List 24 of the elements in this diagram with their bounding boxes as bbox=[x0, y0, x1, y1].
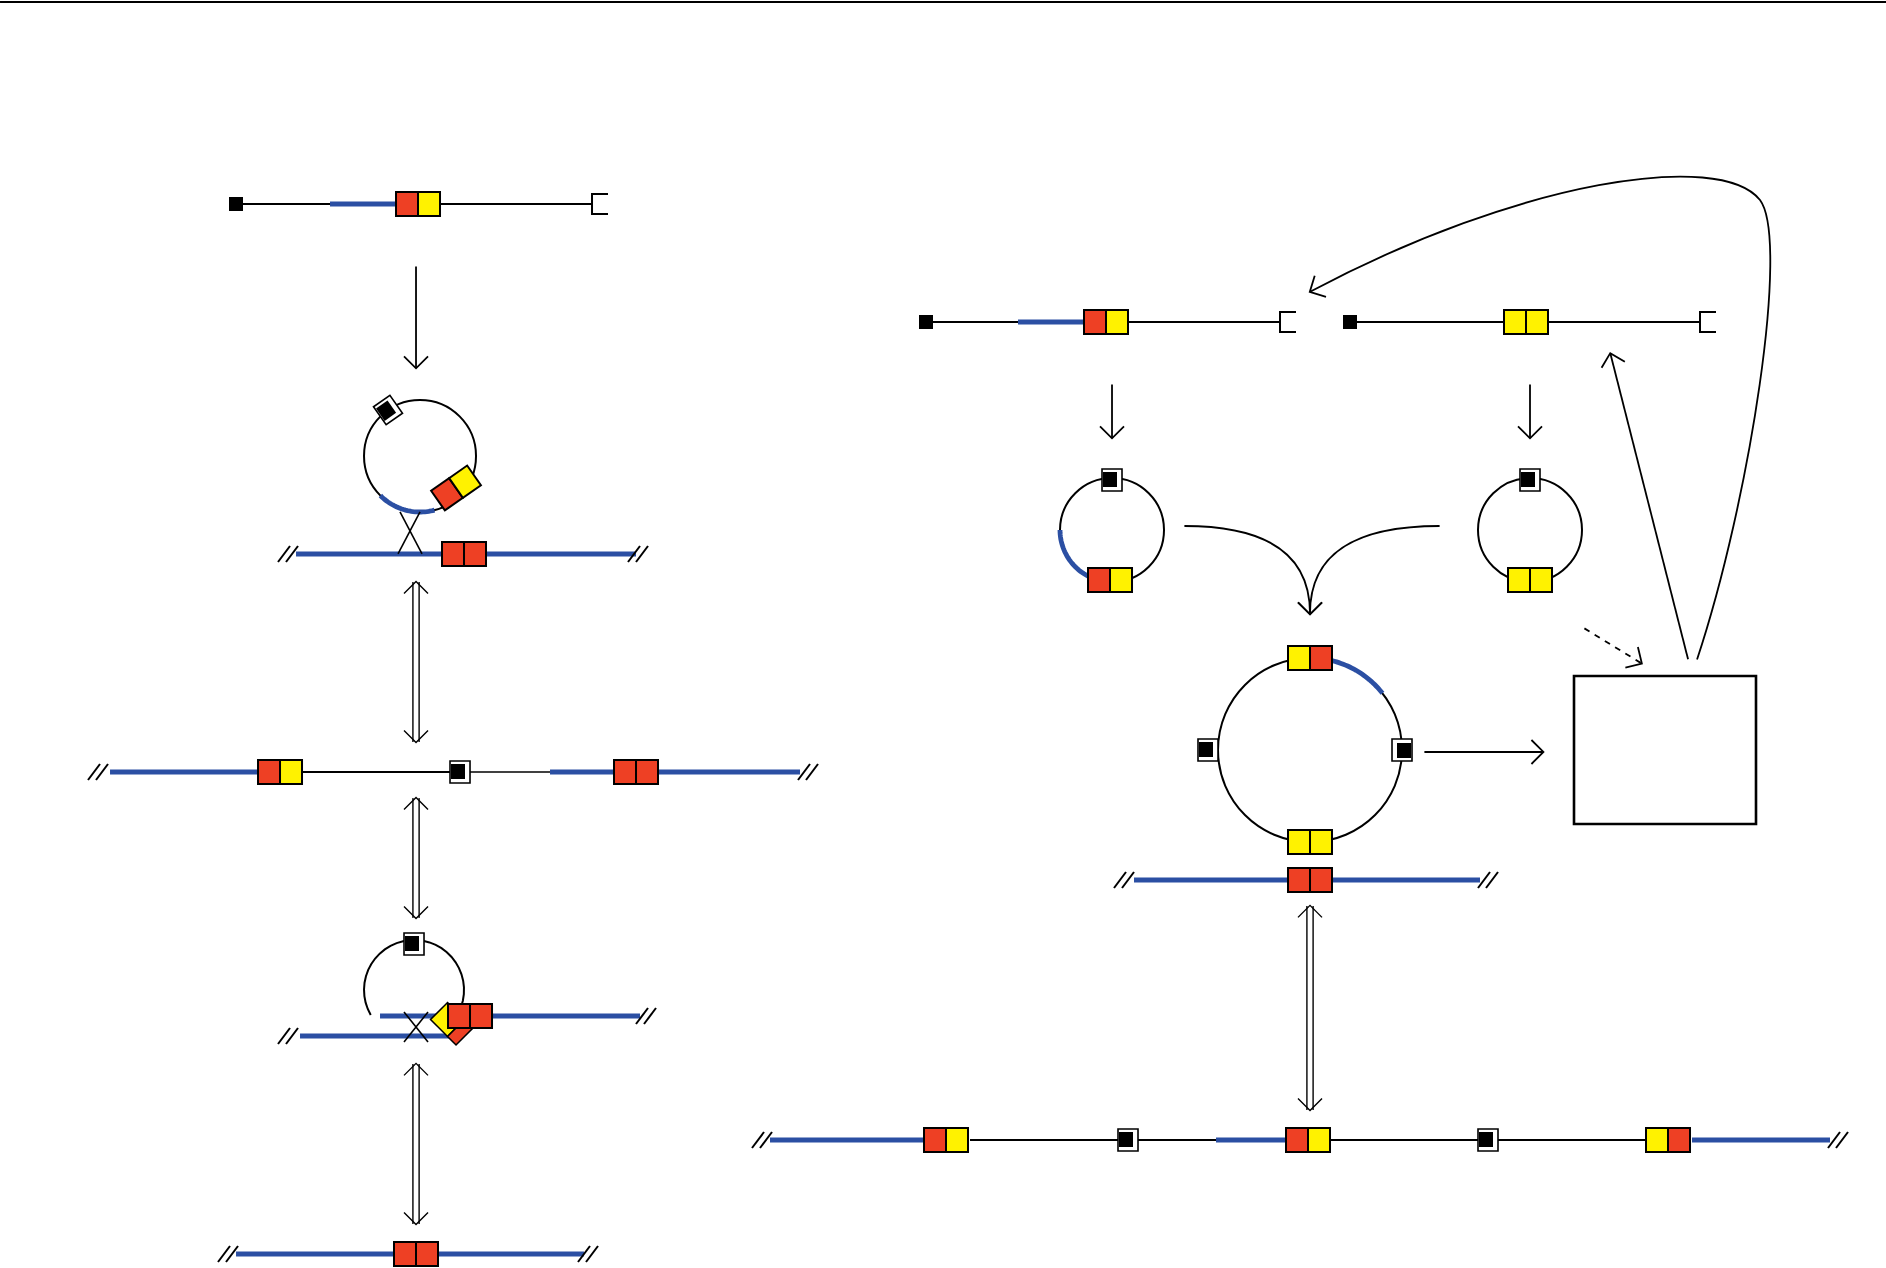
curved-arrow bbox=[1297, 525, 1441, 616]
linear-dna-drawing bbox=[229, 191, 609, 217]
curved-arrow bbox=[1308, 175, 1772, 661]
arrow bbox=[1099, 383, 1125, 440]
plasmid-drawing bbox=[1057, 468, 1165, 593]
empty-box bbox=[1572, 674, 1758, 826]
double-arrow bbox=[403, 580, 429, 744]
linear-dna-drawing bbox=[277, 932, 657, 1047]
double-arrow bbox=[403, 796, 429, 920]
arrow bbox=[403, 265, 429, 370]
arrow bbox=[1423, 739, 1545, 765]
linear-dna-drawing bbox=[751, 1127, 1849, 1153]
linear-dna-drawing bbox=[1343, 309, 1717, 335]
linear-dna-drawing bbox=[919, 309, 1297, 335]
plasmid-drawing bbox=[277, 394, 649, 567]
arrow bbox=[1517, 383, 1543, 440]
linear-dna-drawing bbox=[87, 759, 819, 785]
plasmid-drawing bbox=[1113, 645, 1499, 893]
arrow bbox=[1600, 351, 1689, 661]
linear-dna-drawing bbox=[217, 1241, 599, 1267]
dashed-arrow bbox=[1583, 627, 1643, 669]
double-arrow bbox=[403, 1062, 429, 1226]
double-arrow bbox=[1297, 904, 1323, 1112]
plasmid-drawing bbox=[1477, 468, 1583, 593]
